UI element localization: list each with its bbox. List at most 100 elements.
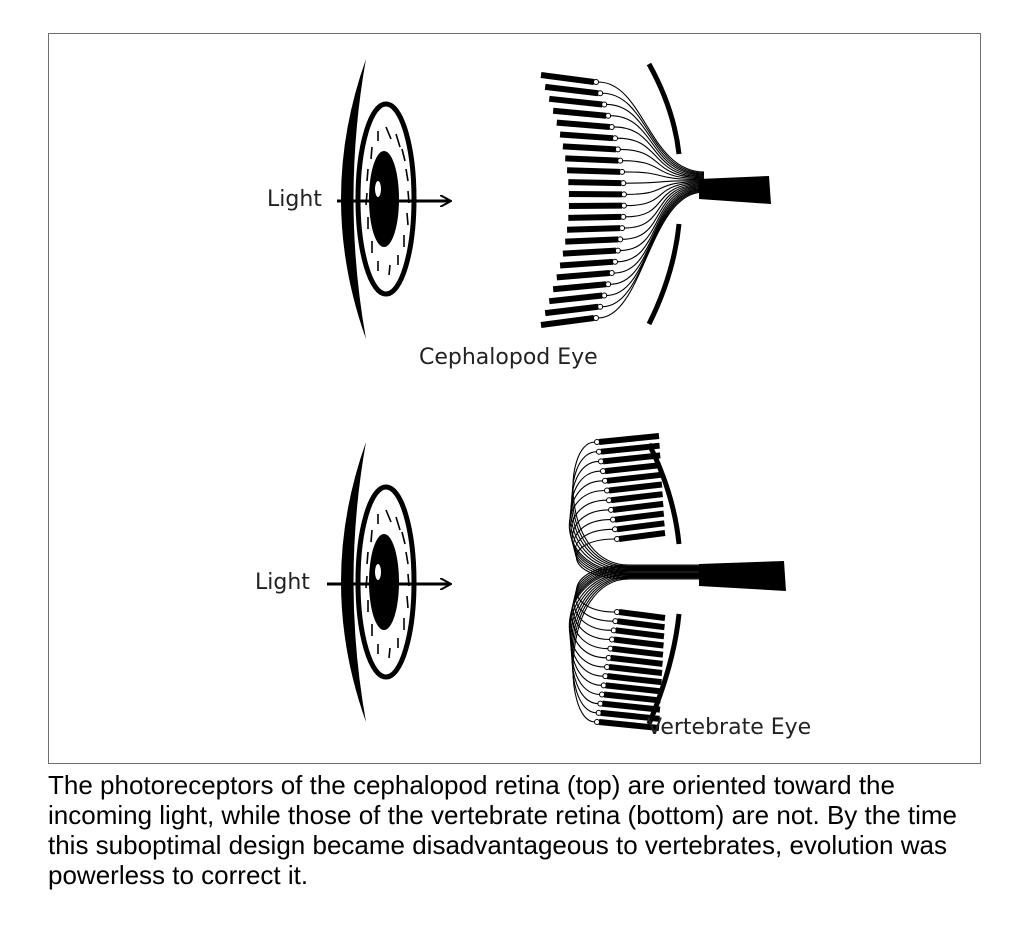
photoreceptor-cell [620, 191, 627, 198]
photoreceptor-cell [612, 526, 618, 533]
photoreceptor-cell [598, 458, 604, 465]
photoreceptor [606, 471, 662, 484]
nerve-fiber [617, 186, 705, 263]
photoreceptor [562, 143, 617, 153]
cephalopod-retina-wall-upper [646, 62, 682, 155]
photoreceptor [598, 719, 660, 731]
photoreceptor [548, 292, 603, 305]
vertebrate-eye-icon [341, 442, 414, 722]
photoreceptor [540, 72, 595, 85]
photoreceptor-cell [600, 682, 607, 689]
photoreceptor [604, 462, 662, 475]
photoreceptor [566, 167, 621, 175]
cephalopod-nerve-fibers [597, 81, 705, 319]
photoreceptor [552, 281, 607, 293]
nerve-fiber [571, 577, 704, 714]
nerve-fiber [572, 578, 704, 723]
nerve-fiber [613, 126, 705, 177]
photoreceptor [556, 119, 611, 130]
photoreceptor-cell [595, 709, 602, 716]
photoreceptor [612, 500, 664, 513]
cephalopod-optic-nerve [699, 176, 771, 204]
photoreceptor-cell [593, 79, 599, 85]
cephalopod-eye-icon [341, 59, 414, 339]
nerve-fiber [602, 190, 705, 308]
vertebrate-eye-panel: Light Vertebrate Eye [255, 433, 811, 740]
nerve-fiber [619, 148, 705, 179]
photoreceptor-cell [604, 487, 610, 494]
photoreceptor-cell [601, 292, 608, 299]
nerve-fiber [570, 573, 704, 686]
photoreceptor-cell [600, 468, 606, 475]
photoreceptor [618, 609, 666, 621]
photoreceptor-cell [602, 673, 609, 680]
photoreceptor-cell [612, 618, 619, 625]
vertebrate-optic-nerve [699, 561, 786, 591]
photoreceptor [568, 179, 622, 187]
photoreceptor [616, 520, 665, 533]
cephalopod-light-label: Light [267, 187, 322, 212]
nerve-fiber [610, 188, 705, 285]
photoreceptor [600, 442, 660, 455]
nerve-fiber [568, 571, 704, 668]
photoreceptor-cell [612, 258, 619, 265]
photoreceptor-cell [594, 719, 600, 725]
photoreceptor-cell [601, 101, 608, 108]
photoreceptor-cell [614, 609, 620, 615]
nerve-fiber [606, 103, 705, 175]
nerve-fiber [619, 185, 705, 252]
photoreceptor-cell [608, 506, 614, 513]
photoreceptor [568, 213, 622, 221]
photoreceptor-cell [594, 439, 600, 445]
photoreceptor-cell [614, 536, 620, 542]
nerve-fiber [597, 81, 705, 173]
photoreceptor-cell [607, 645, 614, 652]
photoreceptor-cell [617, 236, 624, 243]
nerve-fiber [613, 187, 705, 274]
vertebrate-photoreceptors [594, 433, 666, 731]
photoreceptor [603, 691, 661, 704]
figure-frame: Light Cephalopod Eye Light Vertebrate Ey… [48, 33, 981, 764]
photoreceptor [616, 618, 665, 631]
photoreceptor [610, 654, 663, 667]
figure-caption: The photoreceptors of the cephalopod ret… [48, 770, 958, 890]
photoreceptor [559, 131, 614, 142]
photoreceptor-cell [596, 448, 602, 455]
photoreceptor [602, 700, 661, 713]
nerve-fiber [625, 182, 705, 218]
photoreceptor-cell [597, 90, 604, 97]
photoreceptor [559, 258, 614, 269]
photoreceptor [611, 645, 664, 658]
photoreceptor-cell [604, 664, 610, 670]
photoreceptor [602, 452, 661, 465]
nerve-fiber [568, 489, 704, 573]
photoreceptor-cell [614, 146, 621, 153]
photoreceptor-cell [602, 477, 608, 484]
photoreceptor-cell [610, 627, 617, 634]
photoreceptor [607, 673, 662, 686]
photoreceptor-cell [597, 700, 604, 707]
vertebrate-nerve-fibers [568, 441, 704, 723]
photoreceptor [608, 664, 663, 676]
vertebrate-light-label: Light [255, 570, 310, 595]
photoreceptor-cell [620, 202, 627, 209]
cephalopod-retina-wall-lower [646, 223, 682, 326]
photoreceptor-cell [599, 691, 605, 698]
photoreceptor [565, 155, 619, 164]
photoreceptor-cell [608, 270, 615, 277]
eye-diagram: Light Cephalopod Eye Light Vertebrate Ey… [255, 34, 811, 740]
nerve-fiber [624, 171, 705, 181]
photoreceptor-cell [619, 168, 626, 175]
nerve-fiber [624, 183, 705, 229]
photoreceptor [605, 682, 662, 695]
photoreceptor-cell [605, 112, 612, 119]
photoreceptor [548, 95, 603, 108]
nerve-fiber [625, 180, 705, 195]
nerve-fiber [570, 574, 704, 696]
nerve-fiber [602, 92, 705, 174]
photoreceptor-cell [614, 247, 621, 254]
photoreceptor [562, 247, 617, 257]
photoreceptor-cell [593, 315, 599, 321]
photoreceptor [540, 315, 595, 328]
nerve-fiber [569, 572, 704, 677]
